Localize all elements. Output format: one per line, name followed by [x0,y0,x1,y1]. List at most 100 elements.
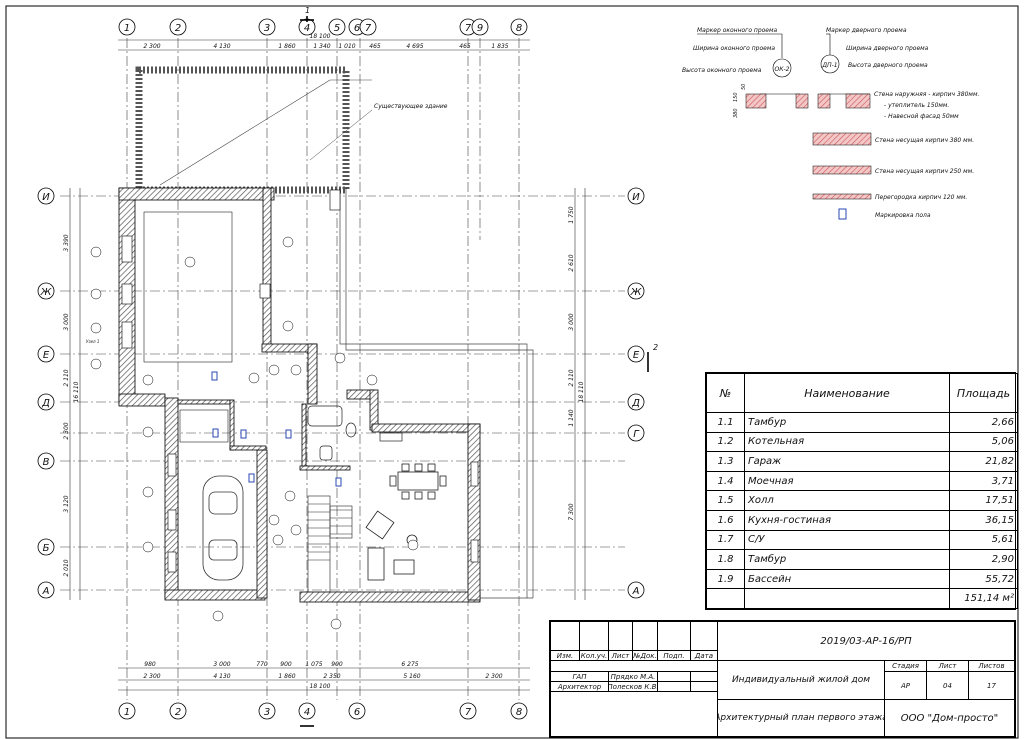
dim-bot1-7: 6 275 [401,661,418,668]
dim-bot1-6: 900 [331,661,343,668]
axis-right-e: Е [633,350,640,361]
cell-num: 1.9 [706,568,745,590]
cell-num: 1.7 [706,529,745,551]
col-header-name: Наименование [744,373,950,413]
legend-window-width: Ширина оконного проема [693,45,775,52]
axis-bottom-8: 8 [516,707,522,718]
dim-top-2: 4 130 [213,43,230,50]
dim-right-6: 7 300 [568,503,575,520]
dim-right-total: 18 110 [578,381,585,402]
axis-left-v: В [43,457,50,468]
dim-top-total: 18 100 [310,33,331,40]
legend-outer-wall-1: Стена наружняя - кирпич 380мм. [874,91,979,98]
cell-name: Кухня-гостиная [744,509,950,531]
axis-top-9: 9 [477,23,483,34]
dim-left-1: 3 390 [63,234,70,251]
dim-left-total: 16 110 [73,381,80,402]
legend-door-height: Высота дверного проема [848,62,928,69]
section-mark-right: 2 [653,343,658,352]
cell-num: 1.4 [706,470,745,492]
dim-left-4: 2 300 [63,422,70,439]
stamp-sheet-title: Архитектурный план первого этажа [717,699,885,737]
axis-top-1: 1 [124,23,130,34]
col-header-num: № [706,373,745,413]
axis-left-i: И [42,192,50,203]
bathroom-fixtures [307,405,357,461]
dim-bot1-5: 1 075 [305,661,322,668]
legend-door-tag: ДП-1 [821,62,837,69]
legend: Маркер оконного проема Ширина оконного п… [682,27,979,220]
dim-left-6: 2 010 [63,559,70,576]
dim-top-4: 1 340 [313,43,330,50]
dim-bot1-1: 980 [144,661,156,668]
walls [118,187,481,603]
legend-door-marker: Маркер дверного проема [826,27,907,34]
axis-right-g: Г [633,429,640,440]
cell-name: С/У [744,529,950,551]
axis-bottom-2: 2 [175,707,181,718]
pool-outline [339,188,534,599]
axis-left-b: Б [43,543,50,554]
axis-right-d: Д [631,398,640,409]
cell-area: 21,82 [949,451,1018,472]
axis-bottom-1: 1 [124,707,130,718]
dim-top-1: 2 300 [143,43,160,50]
dim-bot1-4: 900 [280,661,292,668]
legend-bearing-380: Стена несущая кирпич 380 мм. [875,137,974,144]
legend-dim-380: 380 [733,108,739,118]
dim-bottom-total: 18 100 [310,683,331,690]
axis-top-5: 5 [334,23,340,34]
axis-top-2: 2 [175,23,181,34]
axis-bottom-3: 3 [264,707,270,718]
dim-right-5: 1 140 [568,409,575,426]
cell-area: 5,61 [949,529,1018,551]
cell-area: 17,51 [949,490,1018,511]
cell-name: Тамбур [744,549,950,570]
legend-door-width: Ширина дверного проема [846,45,929,52]
legend-bearing-250: Стена несущая кирпич 250 мм. [875,168,974,175]
axis-bottom-7: 7 [465,707,472,718]
axis-left-zh: Ж [40,287,53,298]
dim-bot2-4: 2 350 [323,673,340,680]
cell-area: 5,06 [949,431,1018,453]
dim-right-2: 2 610 [568,254,575,271]
col-header-area: Площадь [949,373,1018,413]
title-block: Изм. Кол.уч. Лист №Док. Подп. Дата ГАП П… [549,620,1016,738]
car [202,475,244,581]
legend-window-marker: Маркер оконного проема [697,27,778,34]
cell-num: 1.3 [706,451,745,472]
total-area: 151,14 м² [949,588,1018,609]
legend-partition-120: Перегородка кирпич 120 мм. [875,194,967,201]
stamp-list: 04 [926,671,969,700]
dim-top-6: 465 [369,43,381,50]
dim-right-4: 2 110 [568,369,575,386]
dim-right-3: 3 000 [568,313,575,330]
cell-empty [706,588,745,609]
axis-right-a: А [632,586,640,597]
cell-num: 1.8 [706,549,745,570]
cell-name: Котельная [744,431,950,453]
dim-bot1-2: 3 000 [213,661,230,668]
legend-window-tag: ОК-2 [775,66,790,73]
cell-area: 2,66 [949,412,1018,433]
dim-bot1-3: 770 [256,661,268,668]
axis-top-8: 8 [516,23,522,34]
dim-top-8: 465 [459,43,471,50]
dim-left-5: 3 120 [63,495,70,512]
cell-num: 1.5 [706,490,745,511]
dim-bot2-2: 4 130 [213,673,230,680]
axis-top-6: 6 [354,23,360,34]
stamp-project: Индивидуальный жилой дом [717,660,885,700]
axis-right-i: И [632,192,640,203]
dim-bot2-1: 2 300 [143,673,160,680]
cell-area: 55,72 [949,568,1018,590]
